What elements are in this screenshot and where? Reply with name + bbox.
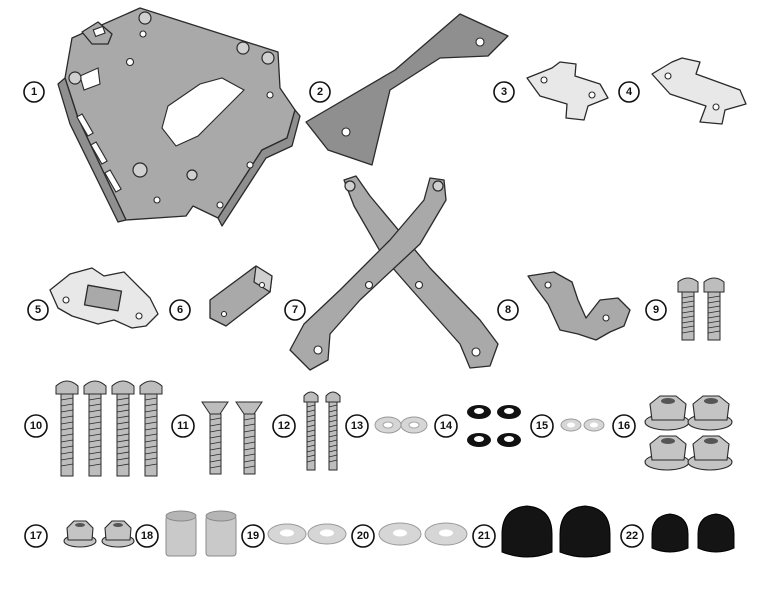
part-number-18: 18 (135, 524, 159, 548)
part-18-spacers (165, 510, 237, 557)
svg-text:2: 2 (317, 86, 323, 98)
part-number-14: 14 (434, 414, 458, 438)
svg-text:20: 20 (357, 530, 369, 542)
part-number-5: 5 (27, 299, 49, 321)
part-14-spring-washers (467, 405, 521, 447)
part-number-13: 13 (345, 414, 369, 438)
part-number-15: 15 (530, 414, 554, 438)
part-number-16: 16 (612, 414, 636, 438)
svg-text:13: 13 (351, 420, 363, 432)
part-number-21: 21 (472, 524, 496, 548)
bolt (677, 277, 699, 341)
part-10-long-bolts (55, 380, 163, 477)
part-11-countersunk-bolts (201, 401, 263, 475)
svg-text:1: 1 (31, 86, 37, 98)
svg-text:3: 3 (501, 86, 507, 98)
part-3-cross-plate (526, 61, 609, 121)
svg-text:19: 19 (247, 530, 259, 542)
svg-text:17: 17 (30, 530, 42, 542)
svg-text:8: 8 (505, 304, 511, 316)
svg-text:9: 9 (653, 304, 659, 316)
part-number-9: 9 (645, 299, 667, 321)
part-number-10: 10 (24, 414, 48, 438)
part-13-washers (374, 416, 428, 434)
svg-text:15: 15 (536, 420, 548, 432)
svg-text:5: 5 (35, 304, 41, 316)
part-number-20: 20 (351, 524, 375, 548)
part-number-labels: 1 2 3 4 5 6 7 8 9 10 11 12 13 14 15 16 1… (23, 81, 667, 548)
part-6-angle-bracket (209, 265, 273, 327)
part-1-rack-plate (57, 7, 301, 227)
part-9-bolts (677, 277, 725, 341)
svg-text:16: 16 (618, 420, 630, 432)
part-21-large-caps (501, 505, 611, 558)
svg-text:14: 14 (440, 420, 453, 432)
svg-text:7: 7 (292, 304, 298, 316)
part-15-small-washers (560, 418, 605, 432)
part-number-11: 11 (171, 414, 195, 438)
part-17-nuts (63, 520, 135, 548)
part-22-small-caps (651, 513, 735, 553)
part-4-cross-plate (651, 57, 747, 125)
part-12-thin-bolts (303, 391, 341, 471)
part-7-x-frame (289, 175, 499, 371)
part-number-3: 3 (493, 81, 515, 103)
part-2-side-bracket (305, 13, 509, 166)
part-5-clamp-plate (49, 267, 159, 329)
part-number-8: 8 (497, 299, 519, 321)
part-19-washers (267, 523, 347, 545)
part-16-flange-nuts (644, 395, 733, 471)
part-number-12: 12 (272, 414, 296, 438)
svg-text:22: 22 (626, 530, 638, 542)
part-number-1: 1 (23, 81, 45, 103)
svg-text:21: 21 (478, 530, 490, 542)
part-20-washers (378, 522, 468, 546)
part-number-4: 4 (618, 81, 640, 103)
bolt (703, 277, 725, 341)
svg-text:6: 6 (177, 304, 183, 316)
part-number-2: 2 (309, 81, 331, 103)
svg-text:12: 12 (278, 420, 290, 432)
part-number-19: 19 (241, 524, 265, 548)
part-number-17: 17 (24, 524, 48, 548)
svg-text:18: 18 (141, 530, 153, 542)
svg-text:10: 10 (30, 420, 42, 432)
part-number-6: 6 (169, 299, 191, 321)
part-number-22: 22 (620, 524, 644, 548)
part-8-curved-bracket (527, 271, 631, 341)
part-number-7: 7 (284, 299, 306, 321)
svg-text:11: 11 (177, 420, 189, 432)
svg-text:4: 4 (626, 86, 633, 98)
